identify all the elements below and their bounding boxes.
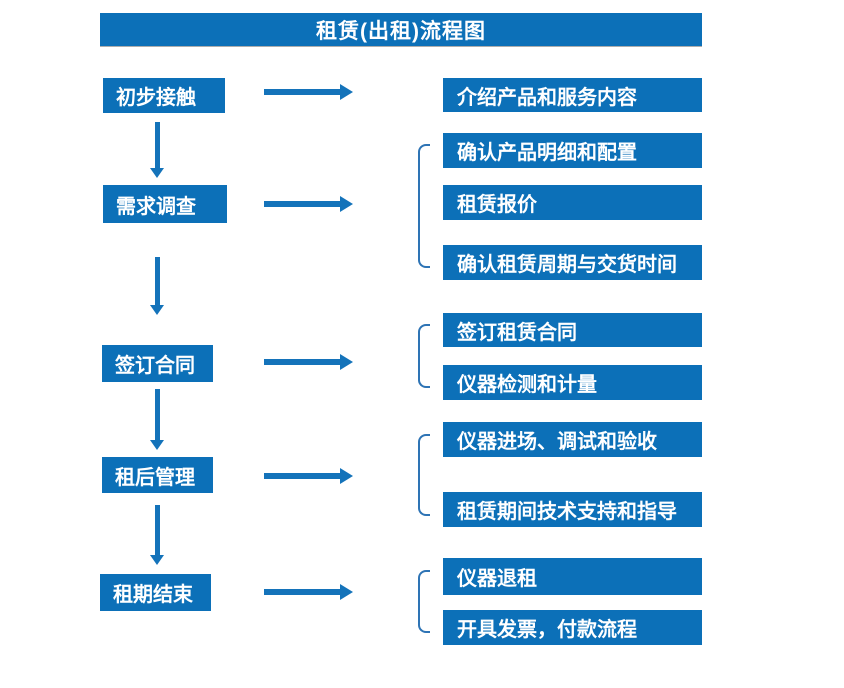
- detail-box-4-2: 租赁期间技术支持和指导: [443, 492, 702, 527]
- detail-box-2-1: 确认产品明细和配置: [443, 133, 702, 168]
- step-box-5: 租期结束: [100, 574, 211, 611]
- detail-box-2-2: 租赁报价: [443, 185, 702, 220]
- right-arrow-1: [264, 84, 353, 100]
- right-arrow-2: [264, 196, 353, 212]
- detail-box-1-1: 介绍产品和服务内容: [443, 78, 702, 112]
- right-arrow-3: [264, 354, 353, 370]
- step-box-3: 签订合同: [102, 345, 213, 382]
- bracket-group-5: [418, 570, 430, 633]
- detail-box-3-1: 签订租赁合同: [443, 313, 702, 347]
- detail-box-3-2: 仪器检测和计量: [443, 365, 702, 400]
- detail-box-2-3: 确认租赁周期与交货时间: [443, 245, 702, 280]
- right-arrow-5: [264, 584, 353, 600]
- detail-box-5-2: 开具发票，付款流程: [443, 610, 702, 645]
- step-box-4: 租后管理: [102, 457, 213, 493]
- step-box-2: 需求调查: [103, 185, 227, 223]
- detail-box-5-1: 仪器退租: [443, 558, 702, 595]
- detail-box-4-1: 仪器进场、调试和验收: [443, 422, 702, 457]
- down-arrow-4: [150, 505, 164, 565]
- bracket-group-3: [418, 324, 430, 388]
- down-arrow-3: [150, 389, 164, 450]
- flowchart-title: 租赁(出租)流程图: [100, 13, 702, 46]
- bracket-group-4: [418, 434, 430, 516]
- down-arrow-2: [150, 257, 164, 315]
- right-arrow-4: [264, 468, 353, 484]
- down-arrow-1: [150, 122, 164, 178]
- step-box-1: 初步接触: [103, 78, 225, 113]
- bracket-group-2: [418, 144, 430, 268]
